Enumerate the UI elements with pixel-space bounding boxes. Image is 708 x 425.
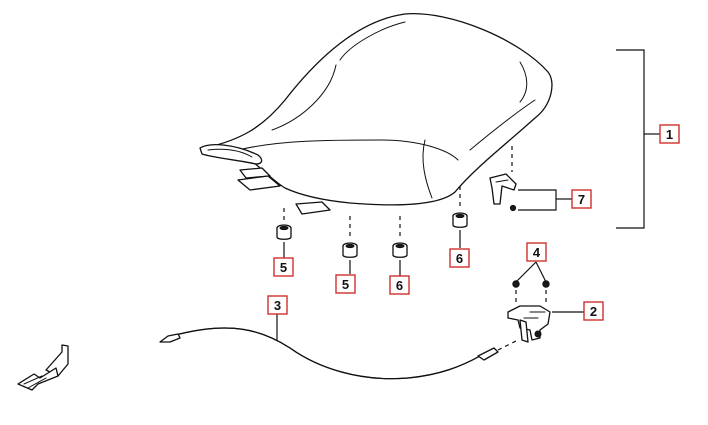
grommet-6-left[interactable] <box>392 216 408 258</box>
callout-4: 4 <box>526 242 547 262</box>
svg-text:2: 2 <box>590 304 597 319</box>
callout-2: 2 <box>583 301 604 321</box>
front-direction-arrow-icon <box>17 344 69 391</box>
svg-text:3: 3 <box>274 298 281 313</box>
callout-1: 1 <box>659 124 680 144</box>
svg-text:5: 5 <box>342 277 349 292</box>
svg-text:4: 4 <box>533 245 541 260</box>
grommet-5-right[interactable] <box>342 216 358 258</box>
seat-hook-bracket[interactable] <box>489 146 517 212</box>
seat-assembly[interactable] <box>199 13 553 215</box>
svg-text:6: 6 <box>456 251 463 266</box>
callout-3: 3 <box>267 295 288 315</box>
svg-text:6: 6 <box>396 278 403 293</box>
seat-lock-cable[interactable] <box>159 327 519 380</box>
callout-7: 7 <box>571 189 592 209</box>
svg-text:1: 1 <box>666 127 673 142</box>
bolt-right[interactable] <box>542 280 550 306</box>
seat-lock[interactable] <box>507 305 551 343</box>
grommet-5-left[interactable] <box>276 208 292 240</box>
leader-lines <box>276 49 660 340</box>
bolt-left[interactable] <box>512 280 520 306</box>
callout-5-right: 5 <box>335 274 356 294</box>
callout-5-left: 5 <box>273 257 294 277</box>
svg-text:7: 7 <box>578 192 585 207</box>
grommet-6-right[interactable] <box>452 186 468 228</box>
callout-6-right: 6 <box>449 248 470 268</box>
callout-6-left: 6 <box>389 275 410 295</box>
svg-text:5: 5 <box>280 260 287 275</box>
